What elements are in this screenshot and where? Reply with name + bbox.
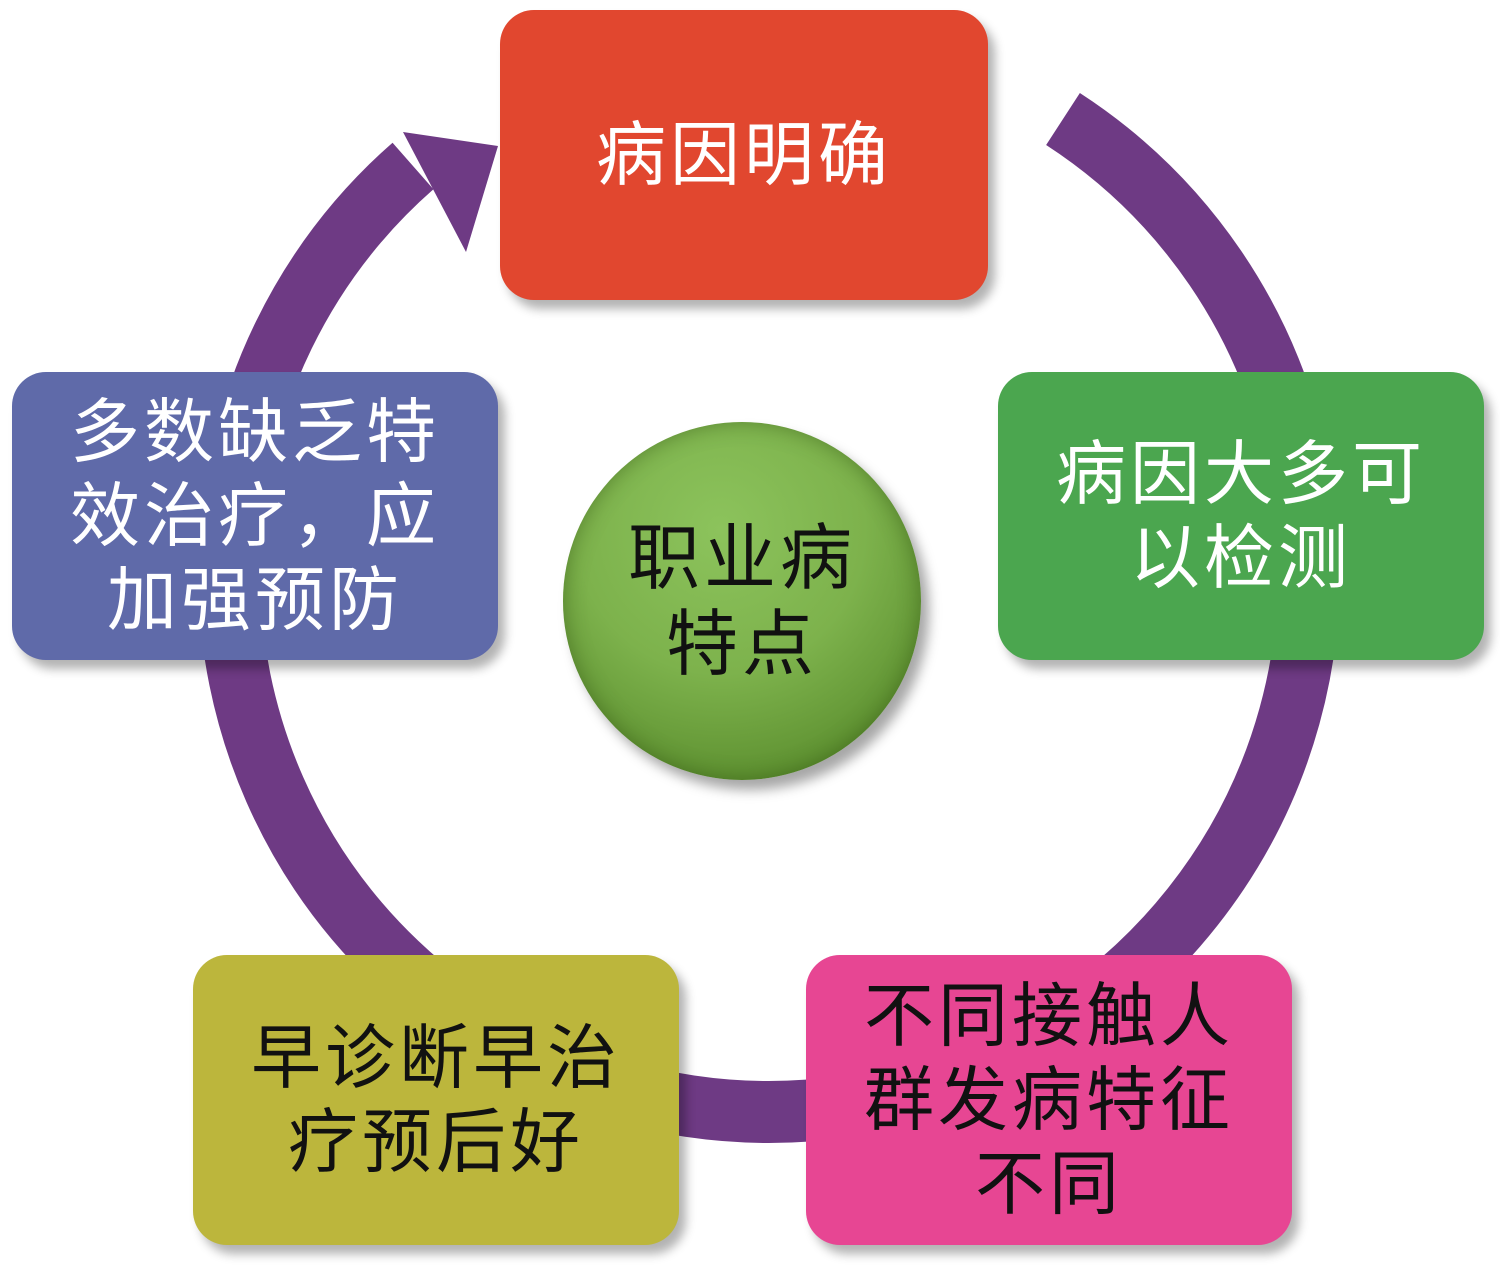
feature-box-clear-cause: 病因明确 [500,10,988,300]
feature-text-line: 多数缺乏特 [70,391,440,473]
feature-text-line: 病因大多可 [1056,433,1426,515]
feature-text-line: 疗预后好 [288,1101,584,1183]
feature-box-detectable: 病因大多可 以检测 [998,372,1484,660]
feature-text-line: 效治疗，应 [70,475,440,557]
feature-text-line: 不同 [975,1143,1123,1225]
feature-text-line: 群发病特征 [864,1059,1234,1141]
center-title-line: 特点 [665,602,818,686]
feature-text-line: 不同接触人 [864,975,1234,1057]
center-title-line: 职业病 [627,516,856,600]
feature-text-line: 早诊断早治 [251,1017,621,1099]
center-topic-circle: 职业病 特点 [563,422,921,780]
feature-text-line: 以检测 [1130,517,1352,599]
feature-box-prevention: 多数缺乏特 效治疗，应 加强预防 [12,372,498,660]
feature-box-group-differences: 不同接触人 群发病特征 不同 [806,955,1292,1245]
cycle-arrowhead-icon [403,132,498,252]
feature-text-line: 加强预防 [107,559,403,641]
feature-box-early-diagnosis: 早诊断早治 疗预后好 [193,955,679,1245]
feature-text-line: 病因明确 [596,114,892,196]
